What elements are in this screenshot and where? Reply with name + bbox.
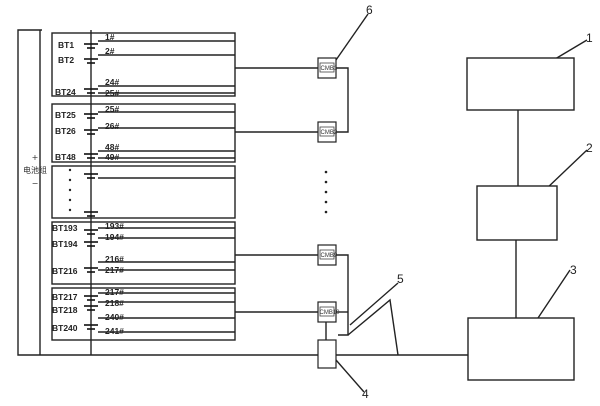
label-bt1: BT1 bbox=[58, 40, 74, 50]
group-frame-1 bbox=[51, 32, 236, 97]
group-frame-2 bbox=[51, 103, 236, 163]
label-node-2: 2# bbox=[105, 46, 115, 56]
pack-minus-sign: − bbox=[32, 179, 39, 188]
label-node-241: 241# bbox=[105, 326, 124, 336]
label-bt25: BT25 bbox=[55, 110, 76, 120]
modules bbox=[317, 57, 337, 369]
label-node-217b: 217# bbox=[105, 287, 124, 297]
unit-1 bbox=[466, 57, 575, 111]
label-cmb1: CMB1 bbox=[321, 66, 338, 72]
label-node-216: 216# bbox=[105, 254, 124, 264]
label-bt217: BT217 bbox=[52, 292, 78, 302]
group-frame-3 bbox=[51, 221, 236, 285]
label-node-49: 49# bbox=[105, 152, 119, 162]
label-node-26: 26# bbox=[105, 121, 119, 131]
label-bt48: BT48 bbox=[55, 152, 76, 162]
callout-1: 1 bbox=[586, 31, 593, 45]
battery-pack-label: 电池组 bbox=[23, 165, 47, 175]
group-frame-4 bbox=[51, 287, 236, 341]
wiring bbox=[17, 13, 588, 393]
label-node-25: 25# bbox=[105, 88, 119, 98]
label-bt24: BT24 bbox=[55, 87, 76, 97]
controller-units bbox=[466, 57, 575, 381]
label-node-194: 194# bbox=[105, 232, 124, 242]
label-node-25b: 25# bbox=[105, 104, 119, 114]
label-bt193: BT193 bbox=[52, 223, 78, 233]
label-node-240: 240# bbox=[105, 312, 124, 322]
callout-5: 5 bbox=[397, 272, 404, 286]
ellipsis-dots bbox=[68, 168, 328, 214]
label-node-1: 1# bbox=[105, 32, 115, 42]
label-bt218: BT218 bbox=[52, 305, 78, 315]
label-node-48: 48# bbox=[105, 142, 119, 152]
label-bt194: BT194 bbox=[52, 239, 78, 249]
component-4-box bbox=[317, 339, 337, 369]
group-frame-mid bbox=[51, 165, 236, 219]
battery-cells bbox=[84, 43, 98, 330]
pack-bracket bbox=[17, 29, 42, 356]
label-node-217: 217# bbox=[105, 265, 124, 275]
callout-2: 2 bbox=[586, 141, 593, 155]
label-bt2: BT2 bbox=[58, 55, 74, 65]
label-cmb10: CMB10 bbox=[320, 310, 341, 316]
callout-6: 6 bbox=[366, 3, 373, 17]
label-bt240: BT240 bbox=[52, 323, 78, 333]
label-cmb9: CMB9 bbox=[321, 253, 338, 259]
unit-3 bbox=[467, 317, 575, 381]
label-node-193: 193# bbox=[105, 221, 124, 231]
label-bt216: BT216 bbox=[52, 266, 78, 276]
label-node-218: 218# bbox=[105, 298, 124, 308]
label-cmb2: CMB2 bbox=[321, 130, 338, 136]
callout-3: 3 bbox=[570, 263, 577, 277]
label-node-24: 24# bbox=[105, 77, 119, 87]
callout-4: 4 bbox=[362, 387, 369, 401]
unit-2 bbox=[476, 185, 558, 241]
label-bt26: BT26 bbox=[55, 126, 76, 136]
pack-plus-sign: + bbox=[32, 153, 39, 162]
